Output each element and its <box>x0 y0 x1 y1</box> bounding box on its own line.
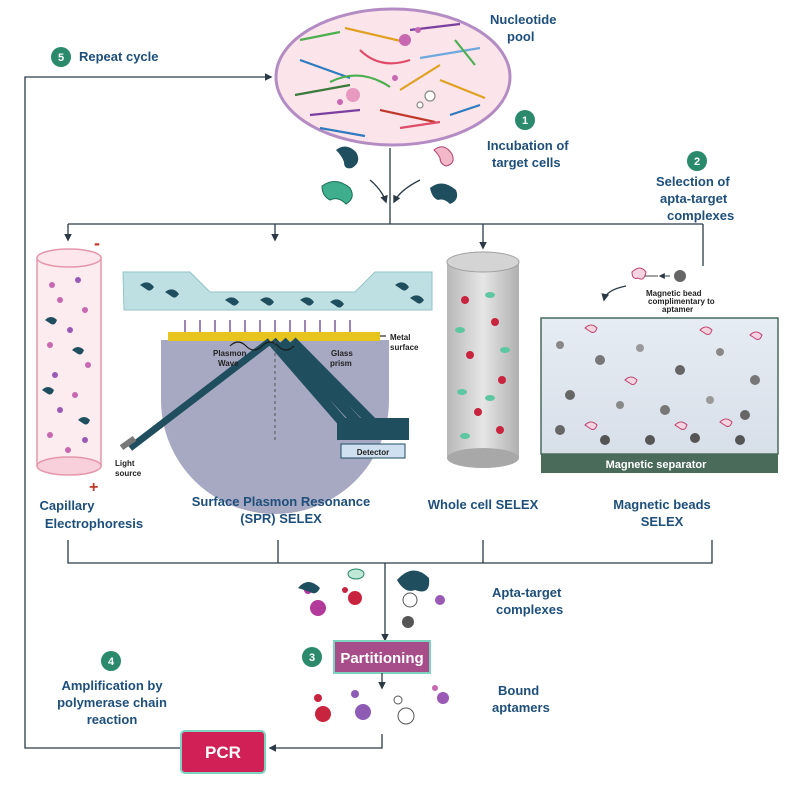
magnetic-bead-icon <box>631 267 686 282</box>
step-2-badge: 2 <box>687 151 707 171</box>
minus-sign: - <box>94 233 100 253</box>
plus-sign: + <box>89 479 98 496</box>
svg-text:4: 4 <box>108 656 115 668</box>
step-3-badge: 3 <box>302 647 322 667</box>
whole-cell-particles <box>455 292 510 439</box>
aptamer-molecules <box>337 27 436 109</box>
magnetic-separator-label: Magnetic separator <box>606 459 708 471</box>
step-5-badge: 5 <box>51 47 71 67</box>
svg-text:PCR: PCR <box>205 743 241 762</box>
nucleotide-pool <box>274 7 512 147</box>
to-pcr-arrow <box>268 734 383 752</box>
capillary-tube <box>36 248 102 476</box>
incubation-arrow-right <box>393 179 421 204</box>
spr-title: Surface Plasmon Resonance(SPR) SELEX <box>192 494 370 526</box>
repeat-cycle-label: Repeat cycle <box>79 49 159 64</box>
partitioning-box: Partitioning <box>333 640 431 674</box>
svg-text:5: 5 <box>58 52 64 64</box>
pcr-box: PCR <box>180 730 266 774</box>
svg-text:1: 1 <box>522 115 528 127</box>
incubation-arrow-left <box>369 179 388 204</box>
magnetic-particles <box>555 324 763 445</box>
step-4-badge: 4 <box>101 651 121 671</box>
gather-bar <box>67 540 713 564</box>
spr-channel-cells <box>140 282 424 308</box>
step-1-badge: 1 <box>515 110 535 130</box>
svg-text:Partitioning: Partitioning <box>340 650 423 667</box>
target-cells <box>321 146 458 205</box>
magnetic-panel: Magnetic separator <box>540 317 779 473</box>
svg-text:2: 2 <box>694 156 700 168</box>
bound-aptamers-art <box>314 685 449 725</box>
repeat-cycle-arrow <box>24 73 273 749</box>
svg-text:3: 3 <box>309 652 315 664</box>
whole-cell-cylinder <box>446 251 520 468</box>
magnetic-in-arrow <box>601 285 627 302</box>
spr-apparatus: Detector <box>119 271 433 514</box>
spr-aptamer-brush <box>184 320 351 332</box>
apta-target-complexes-art <box>298 568 445 628</box>
whole-cell-title: Whole cell SELEX <box>428 497 539 512</box>
detector-label: Detector <box>357 448 389 457</box>
capillary-particles <box>42 277 91 453</box>
